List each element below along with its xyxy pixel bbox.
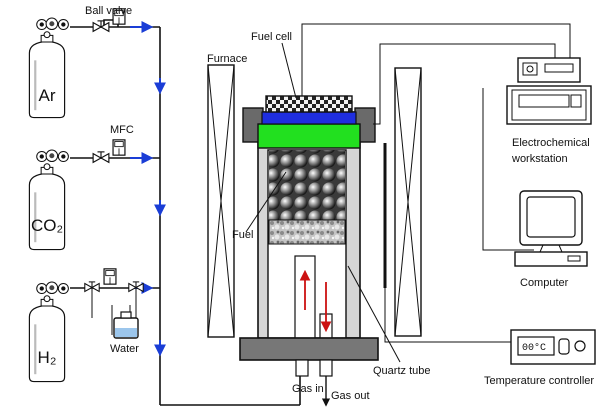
fuel-cell-leader (281, 42, 297, 99)
cylinder-label-ar: Ar (39, 86, 56, 105)
temperature-controller-label: Temperature controller (484, 375, 594, 387)
temperature-controller: 00°C (510, 329, 596, 365)
quartz-tube-leader (347, 265, 401, 363)
gas-manifold (70, 19, 300, 406)
furnace-right-coil (394, 67, 422, 337)
fuel-leader (245, 171, 287, 233)
h2-valves (84, 268, 144, 335)
controller-display: 00°C (522, 342, 546, 354)
furnace-left-coil (207, 64, 235, 338)
cylinder-label-h2: H₂ (38, 348, 57, 367)
fuel-label: Fuel (232, 229, 253, 241)
computer-label: Computer (520, 277, 569, 289)
cylinder-label-co2: CO₂ (31, 216, 63, 235)
furnace-label: Furnace (207, 53, 247, 65)
anode-layer (261, 111, 357, 125)
water-bottle (113, 311, 139, 339)
electrochemical-workstation (506, 57, 592, 125)
mass-flow-controller (92, 139, 126, 163)
reactor (239, 95, 379, 407)
gas-cylinder-co2: CO₂ (28, 149, 69, 251)
computer (514, 190, 588, 267)
cathode-layer (257, 123, 361, 149)
gas-out-label: Gas out (331, 390, 370, 402)
fuel-cell-label: Fuel cell (251, 31, 292, 43)
electrical-wires (301, 23, 571, 251)
ball-valve-label: Ball valve (85, 5, 132, 17)
electrochemical-label-line1: Electrochemical (512, 137, 590, 149)
mfc-label: MFC (110, 124, 134, 136)
gas-in-label: Gas in (292, 383, 324, 395)
water-label: Water (110, 343, 139, 355)
gas-cylinder-h2: H₂ (28, 281, 69, 383)
electrochemical-label-line2: workstation (511, 153, 568, 165)
gas-cylinder-ar: Ar (28, 17, 69, 119)
quartz-tube-label: Quartz tube (373, 365, 430, 377)
fuel-bed (269, 150, 345, 220)
fuel-cell (265, 95, 353, 113)
